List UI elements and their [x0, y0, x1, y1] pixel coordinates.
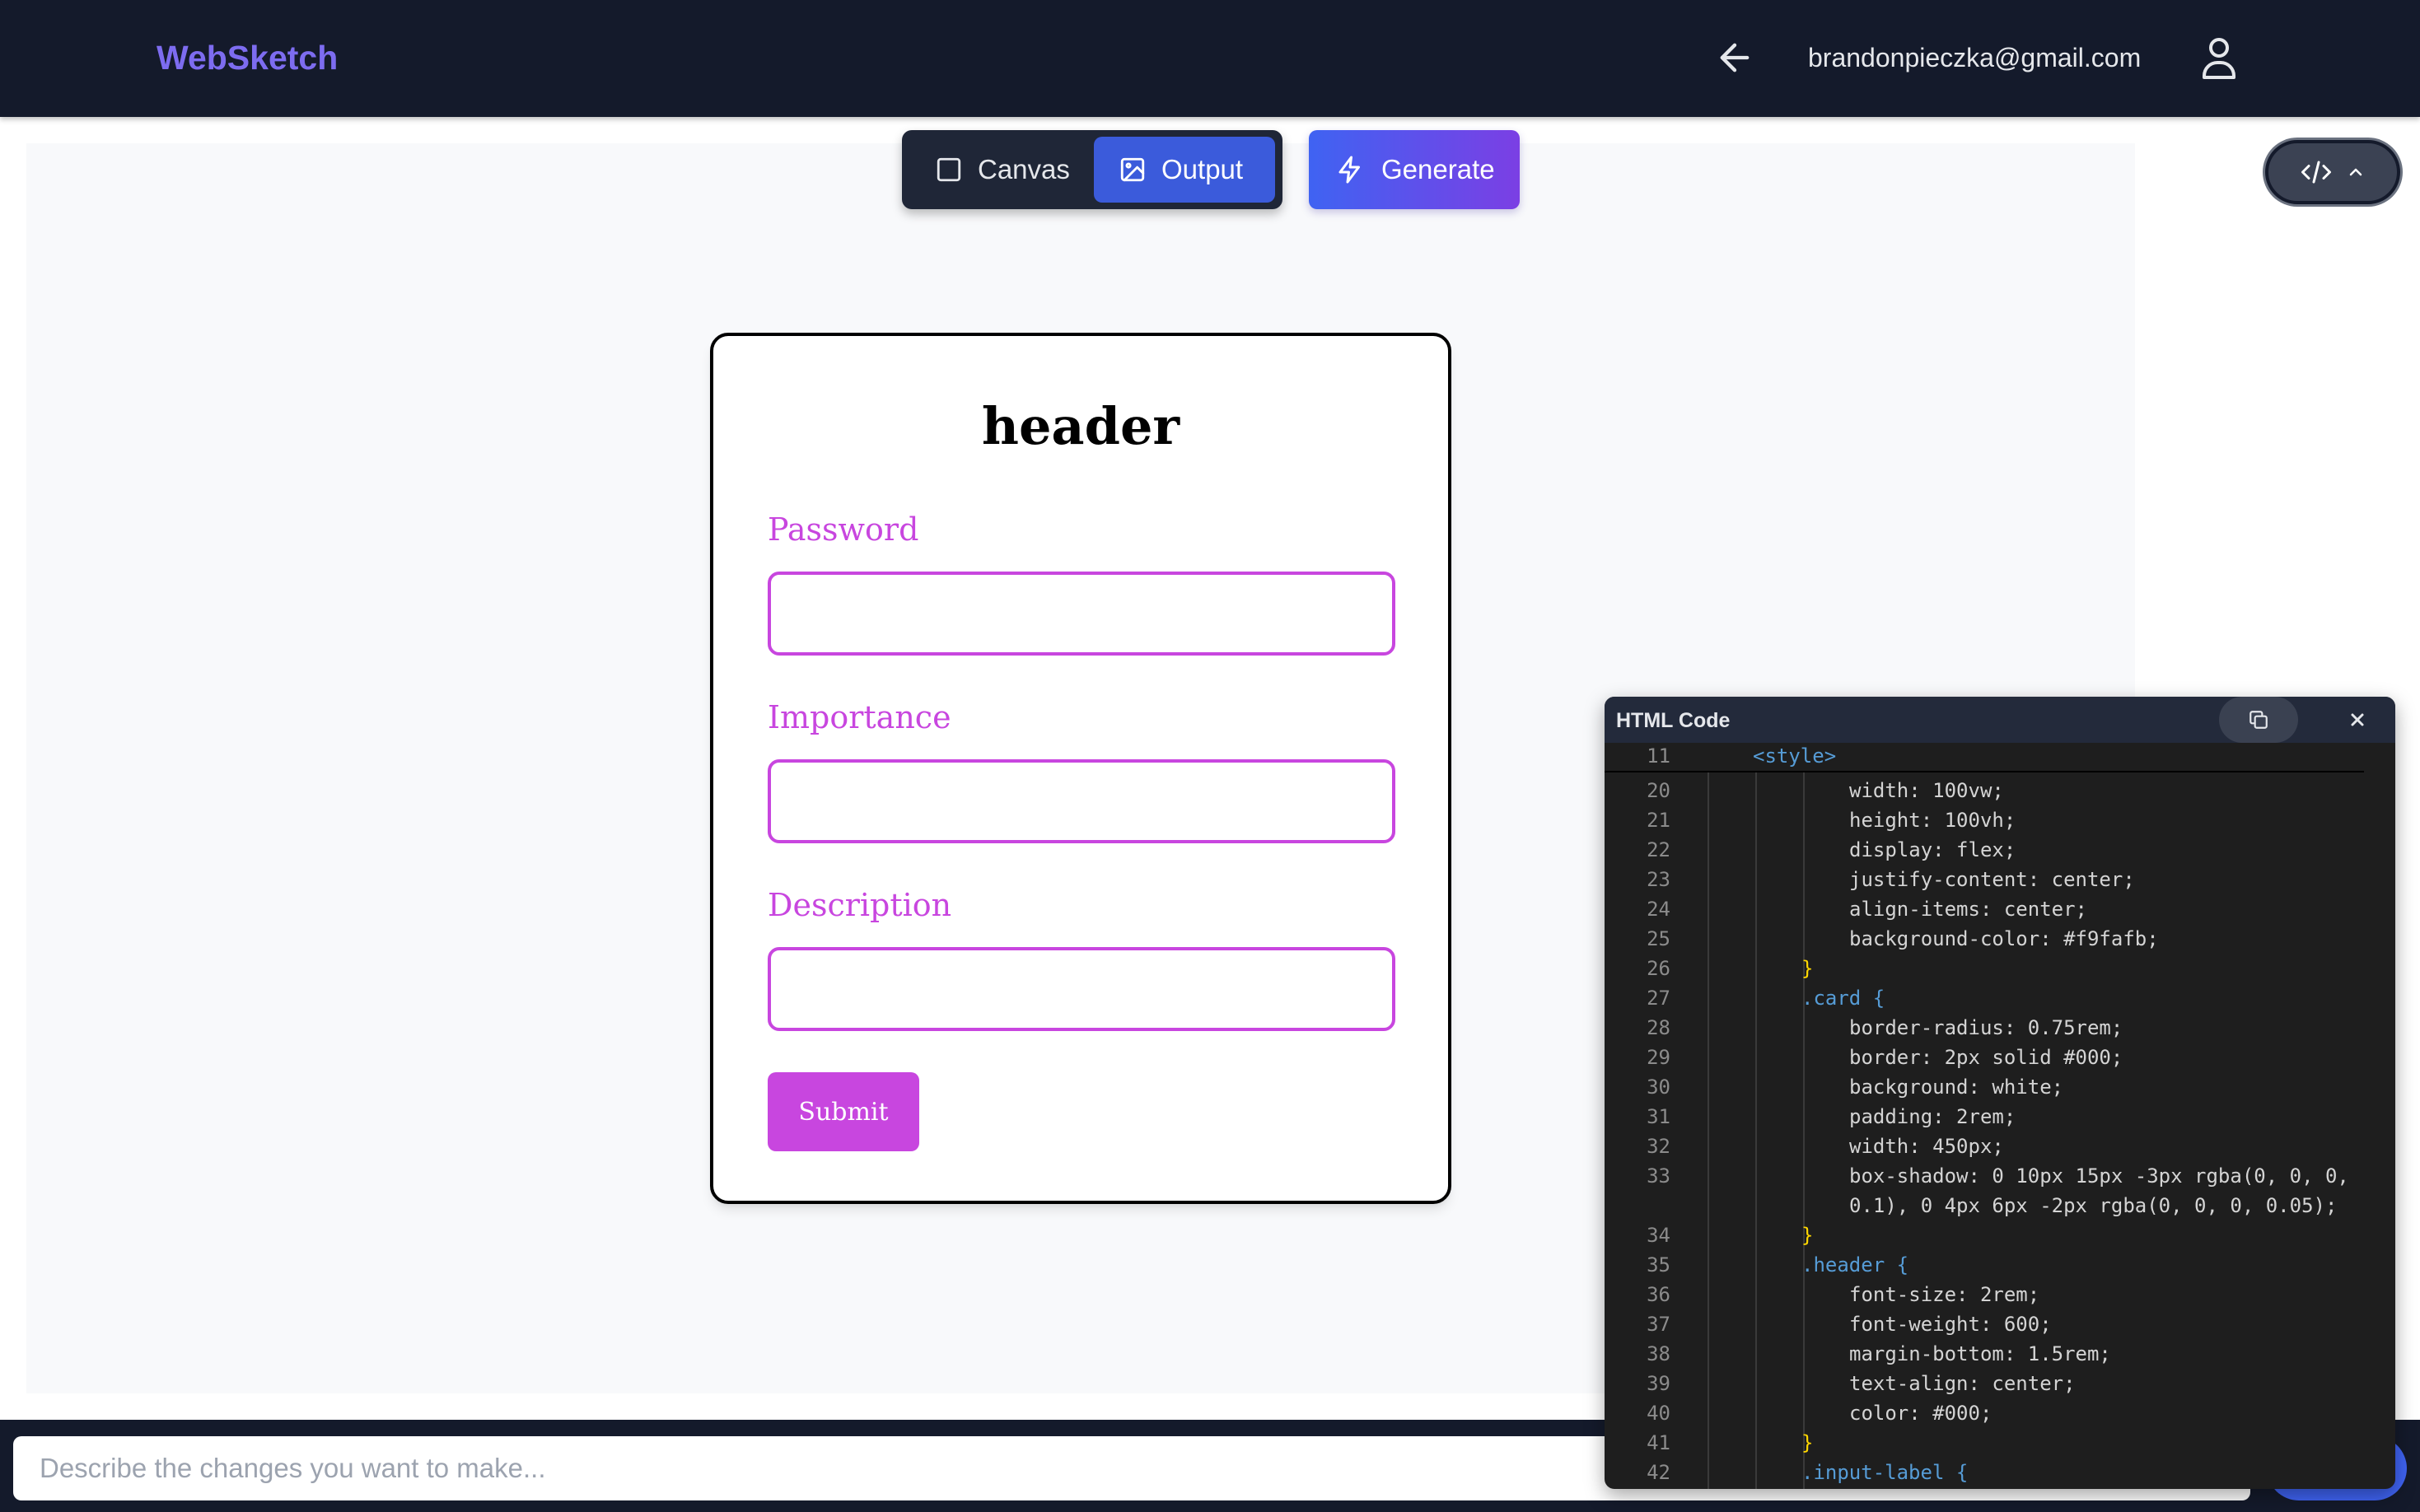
importance-field[interactable] — [768, 759, 1395, 843]
code-icon — [2301, 161, 2331, 184]
code-line: font-size: 2rem; — [1849, 1283, 2040, 1306]
importance-label: Importance — [768, 699, 951, 735]
line-number: 42 — [1647, 1461, 1670, 1484]
tab-canvas[interactable]: Canvas — [910, 137, 1161, 203]
copy-icon — [2249, 711, 2268, 729]
user-email: brandonpieczka@gmail.com — [1808, 43, 2142, 72]
password-field[interactable] — [768, 572, 1395, 656]
line-number: 30 — [1647, 1076, 1670, 1099]
code-line: } — [1801, 1224, 1814, 1247]
code-line: .input-label { — [1801, 1461, 1969, 1484]
line-number: 20 — [1647, 779, 1670, 802]
code-editor[interactable]: 11 <style> 20 width: 100vw; 21 height: 1… — [1605, 743, 2395, 1489]
code-line: height: 100vh; — [1849, 809, 2016, 832]
code-panel-title: HTML Code — [1616, 709, 1731, 732]
line-number: 35 — [1647, 1253, 1670, 1276]
code-panel-toggle-button[interactable] — [2265, 140, 2400, 204]
submit-button[interactable]: Submit — [768, 1072, 919, 1151]
line-number: 22 — [1647, 838, 1670, 861]
code-line: border: 2px solid #000; — [1849, 1046, 2123, 1069]
view-toggle: Canvas Output — [902, 130, 1282, 209]
code-line: background: white; — [1849, 1076, 2064, 1099]
form-card: header Password Importance Description S… — [710, 333, 1451, 1204]
code-line: } — [1801, 957, 1814, 980]
code-line: width: 450px; — [1849, 1135, 2004, 1158]
chevron-up-icon — [2349, 168, 2362, 176]
code-line: padding: 2rem; — [1849, 1105, 2016, 1128]
line-number: 34 — [1647, 1224, 1670, 1247]
description-label: Description — [768, 887, 952, 923]
code-line: text-align: center; — [1849, 1372, 2076, 1395]
line-number: 36 — [1647, 1283, 1670, 1306]
back-button[interactable] — [1713, 36, 1756, 79]
code-line: font-weight: 600; — [1849, 1313, 2052, 1336]
sticky-scroll-line: 11 <style> — [1605, 743, 2364, 772]
description-field[interactable] — [768, 947, 1395, 1031]
line-number: 27 — [1647, 987, 1670, 1010]
code-line: justify-content: center; — [1849, 868, 2135, 891]
indent-guide — [1755, 772, 1757, 1489]
line-number: 32 — [1647, 1135, 1670, 1158]
tab-output-label: Output — [1161, 154, 1244, 184]
line-number: 25 — [1647, 927, 1670, 950]
code-line: display: flex; — [1849, 838, 2016, 861]
html-code-panel: HTML Code 11 <style> 20 width: 100vw; 21… — [1605, 697, 2395, 1489]
line-number: 24 — [1647, 898, 1670, 921]
code-line: box-shadow: 0 10px 15px -3px rgba(0, 0, … — [1849, 1164, 2349, 1188]
line-number: 11 — [1647, 744, 1670, 768]
indent-guide — [1708, 772, 1709, 1489]
code-line: width: 100vw; — [1849, 779, 2004, 802]
generate-button[interactable]: Generate — [1309, 130, 1520, 209]
arrow-left-icon — [1720, 43, 1750, 72]
line-number: 39 — [1647, 1372, 1670, 1395]
code-line: <style> — [1753, 744, 1837, 768]
code-line: align-items: center; — [1849, 898, 2087, 921]
line-number: 37 — [1647, 1313, 1670, 1336]
line-number: 38 — [1647, 1342, 1670, 1365]
password-label: Password — [768, 511, 919, 548]
user-menu-button[interactable] — [2199, 35, 2239, 81]
card-header: header — [981, 396, 1180, 456]
line-number: 26 — [1647, 957, 1670, 980]
copy-code-button[interactable] — [2219, 697, 2298, 743]
line-number: 31 — [1647, 1105, 1670, 1128]
indent-guide — [1803, 772, 1805, 1489]
code-line: border-radius: 0.75rem; — [1849, 1016, 2123, 1039]
close-icon — [2351, 713, 2364, 726]
line-number: 23 — [1647, 868, 1670, 891]
line-number: 40 — [1647, 1402, 1670, 1425]
code-line: background-color: #f9fafb; — [1849, 927, 2159, 950]
code-panel-header: HTML Code — [1605, 697, 2395, 743]
tab-output[interactable]: Output — [1094, 137, 1275, 203]
line-number: 28 — [1647, 1016, 1670, 1039]
code-line: .header { — [1801, 1253, 1909, 1276]
top-nav-bar: WebSketch brandonpieczka@gmail.com — [0, 0, 2420, 117]
tab-canvas-label: Canvas — [978, 154, 1070, 184]
line-number: 29 — [1647, 1046, 1670, 1069]
generate-label: Generate — [1381, 154, 1495, 184]
square-icon — [937, 157, 961, 182]
image-icon — [1120, 157, 1145, 182]
code-line: 0.1), 0 4px 6px -2px rgba(0, 0, 0, 0.05)… — [1849, 1194, 2338, 1217]
line-number: 21 — [1647, 809, 1670, 832]
line-number: 41 — [1647, 1431, 1670, 1454]
lightning-icon — [1338, 156, 1360, 184]
code-line: color: #000; — [1849, 1402, 1993, 1425]
brand-logo[interactable]: WebSketch — [157, 39, 339, 77]
code-line: margin-bottom: 1.5rem; — [1849, 1342, 2111, 1365]
close-code-panel-button[interactable] — [2343, 705, 2372, 735]
code-line: .card { — [1801, 987, 1885, 1010]
line-number: 33 — [1647, 1164, 1670, 1188]
code-line: } — [1801, 1431, 1814, 1454]
user-icon — [2203, 38, 2235, 79]
